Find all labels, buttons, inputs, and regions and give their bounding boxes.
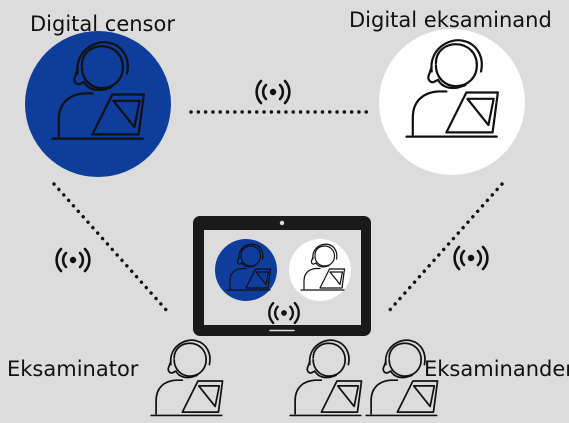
- signal-icon: [55, 247, 91, 273]
- label-examiner: Eksaminator: [7, 357, 139, 381]
- examiner-person-icon: [150, 339, 224, 417]
- link-examinee-examinees: [386, 182, 504, 314]
- digital-censor-circle: [25, 31, 171, 177]
- signal-icon: [255, 79, 291, 105]
- tablet-censor-circle: [215, 239, 277, 301]
- link-censor-examiner: [52, 182, 170, 314]
- signal-icon: [453, 245, 489, 271]
- label-digital-examinee: Digital eksaminand: [349, 8, 552, 32]
- tablet-examinee-circle: [289, 239, 351, 301]
- examinee-person-icon: [289, 339, 363, 417]
- digital-examinee-circle: [379, 29, 525, 175]
- tablet-icon: [193, 216, 371, 336]
- label-examinees: Eksaminander: [424, 357, 569, 381]
